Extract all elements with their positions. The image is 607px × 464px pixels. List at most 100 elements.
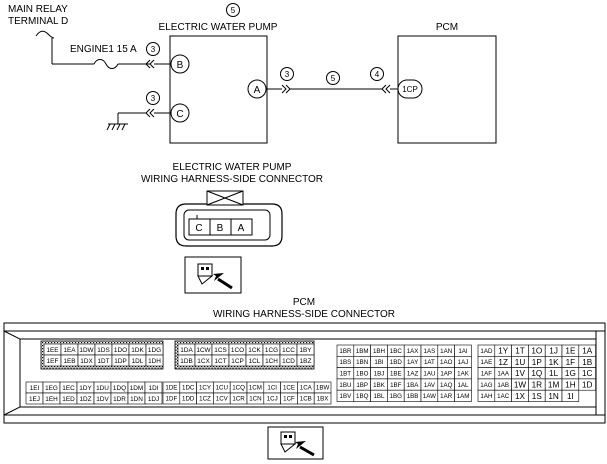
pcm-pin-label: 1DV xyxy=(96,396,109,403)
pcm-pin: 1W xyxy=(511,378,529,391)
connector-chevron-b xyxy=(145,59,170,69)
pcm-pin-label: 1DW xyxy=(79,347,94,354)
pcm-pin: 1BV xyxy=(336,389,355,402)
pcm-pin-label: 1DM xyxy=(130,385,144,392)
pcm-terminal-1cp xyxy=(397,79,423,99)
pcm-pin-label: 1BP xyxy=(356,382,368,389)
pcm-pin: 1AM xyxy=(454,389,472,402)
pcm-pin-label: 1AY xyxy=(407,359,418,366)
pcm-pin-label: 1AA xyxy=(497,370,510,377)
pcm-pin-label: 1EH xyxy=(45,396,58,403)
main-relay-terminal-label: TERMINAL D xyxy=(8,16,68,27)
pcm-pin-label: 1AW xyxy=(423,393,436,400)
pcm-terminal-1cp-label: 1CP xyxy=(402,85,418,94)
pcm-pin-label: 1BM xyxy=(356,348,369,355)
pcm-pin-label: 1K xyxy=(549,358,560,367)
pcm-pin-label: 1EJ xyxy=(29,396,40,403)
pcm-pin-label: 1P xyxy=(532,358,543,367)
pcm-pin: 1BD xyxy=(387,355,405,368)
pcm-pin: 1EA xyxy=(60,343,79,356)
wire-number-circle xyxy=(326,71,340,85)
pcm-pin-label: 1BH xyxy=(373,348,385,355)
pcm-pin: 1EC xyxy=(59,381,78,394)
pcm-pin-label: 1Z xyxy=(498,358,508,367)
pcm-pin-label: 1CU xyxy=(216,385,228,392)
pcm-pin-label: 1AE xyxy=(481,359,493,366)
pcm-pin: 1CK xyxy=(245,343,264,356)
pcm-pin: 1DH xyxy=(145,354,164,367)
pcm-pin-label: 1AB xyxy=(497,382,509,389)
pcm-pin-label: 1BI xyxy=(374,359,384,366)
pcm-pin-label: 1AQ xyxy=(440,382,453,389)
pcm-pin-label: 1X xyxy=(515,392,526,401)
pcm-pin: 1AA xyxy=(494,367,512,380)
ground-icon xyxy=(106,123,128,131)
pcm-pin-label: 1AF xyxy=(481,370,493,377)
pcm-pin: 1CI xyxy=(263,381,281,394)
pcm-pin: 1AO xyxy=(437,355,455,368)
pcm-pin-label: 1AO xyxy=(440,359,453,366)
pcm-pin: 1DG xyxy=(145,343,164,356)
pcm-pin-label: 1CG xyxy=(265,347,278,354)
pcm-pin-label: 1DC xyxy=(182,385,195,392)
wire-number-circle xyxy=(146,42,160,56)
pcm-pin-label: 1BQ xyxy=(356,393,369,400)
pcm-pin-label: 1AM xyxy=(457,393,470,400)
pcm-pin: 1AG xyxy=(477,378,496,391)
pcm-pin: 1AX xyxy=(403,344,422,357)
pcm-pin-label: 1AK xyxy=(457,370,470,377)
connector-view-icon xyxy=(184,256,242,294)
relay-terminal-symbol xyxy=(35,30,55,39)
pcm-pin-label: 1CF xyxy=(283,396,295,403)
pcm-pin-label: 1AI xyxy=(458,348,468,355)
pcm-pin-label: 1BX xyxy=(317,396,329,403)
connector-chevron-c xyxy=(145,108,170,118)
pcm-pin: 1AK xyxy=(454,367,472,380)
pcm-pin: 1CV xyxy=(213,392,231,405)
pcm-pin: 1BK xyxy=(370,378,388,391)
pcm-pin: 1AQ xyxy=(437,378,455,391)
pcm-pin: 1CC xyxy=(279,343,298,356)
pcm-pin-label: 1N xyxy=(548,392,559,401)
pcm-pin: 1DA xyxy=(177,343,196,356)
pcm-pin: 1EB xyxy=(60,354,79,367)
pcm-pin: 1G xyxy=(561,367,580,380)
pcm-pin-label: 1EA xyxy=(63,347,76,354)
pcm-pin-label: 1BO xyxy=(356,370,369,377)
pcm-pin-label: 1CK xyxy=(248,347,261,354)
pcm-pin: 1CX xyxy=(194,354,213,367)
pcm-pin-label: 1B xyxy=(582,358,593,367)
pcm-pin-label: 1DG xyxy=(148,347,161,354)
pcm-pin: 1DB xyxy=(177,354,196,367)
pcm-pin-label: 1CX xyxy=(197,358,210,365)
pump-pin-b: B xyxy=(217,223,224,234)
pcm-pin: 1CD xyxy=(279,354,298,367)
pcm-pin-label: 1F xyxy=(566,358,576,367)
pcm-pin: 1CA xyxy=(297,381,315,394)
pcm-pin-label: 1D xyxy=(582,381,593,390)
pcm-pin: 1AV xyxy=(420,378,439,391)
pcm-pin: 1BA xyxy=(403,378,422,391)
pcm-pin: 1CN xyxy=(246,392,265,405)
pcm-pin-label: 1L xyxy=(549,369,559,378)
pcm-pin-label: 1BD xyxy=(390,359,403,366)
pcm-pin-label: 1CD xyxy=(282,358,295,365)
pcm-pin: 1J xyxy=(544,344,563,357)
pcm-pin-label: 1CN xyxy=(249,396,261,403)
pump-connector-latch xyxy=(206,190,244,206)
pcm-pin-label: 1DI xyxy=(149,385,159,392)
pcm-pin-label: 1DH xyxy=(148,358,161,365)
pcm-pin-label: 1DR xyxy=(113,396,126,403)
pcm-pin-label: 1AU xyxy=(423,370,435,377)
pcm-pin: 1BJ xyxy=(370,367,388,380)
pcm-pin-label: 1CC xyxy=(282,347,295,354)
pcm-pin: 1O xyxy=(528,344,546,357)
pump-terminal-a-label: A xyxy=(254,85,261,96)
pcm-pin-label: 1DU xyxy=(96,385,109,392)
wire-number-pcm-in: 4 xyxy=(375,70,380,79)
pcm-pin: 1DU xyxy=(93,381,112,394)
pcm-pin-label: 1CS xyxy=(214,347,226,354)
pcm-pin: 1AH xyxy=(477,389,496,402)
pcm-pin: 1AS xyxy=(420,344,439,357)
pcm-pin-label: 1DB xyxy=(180,358,192,365)
